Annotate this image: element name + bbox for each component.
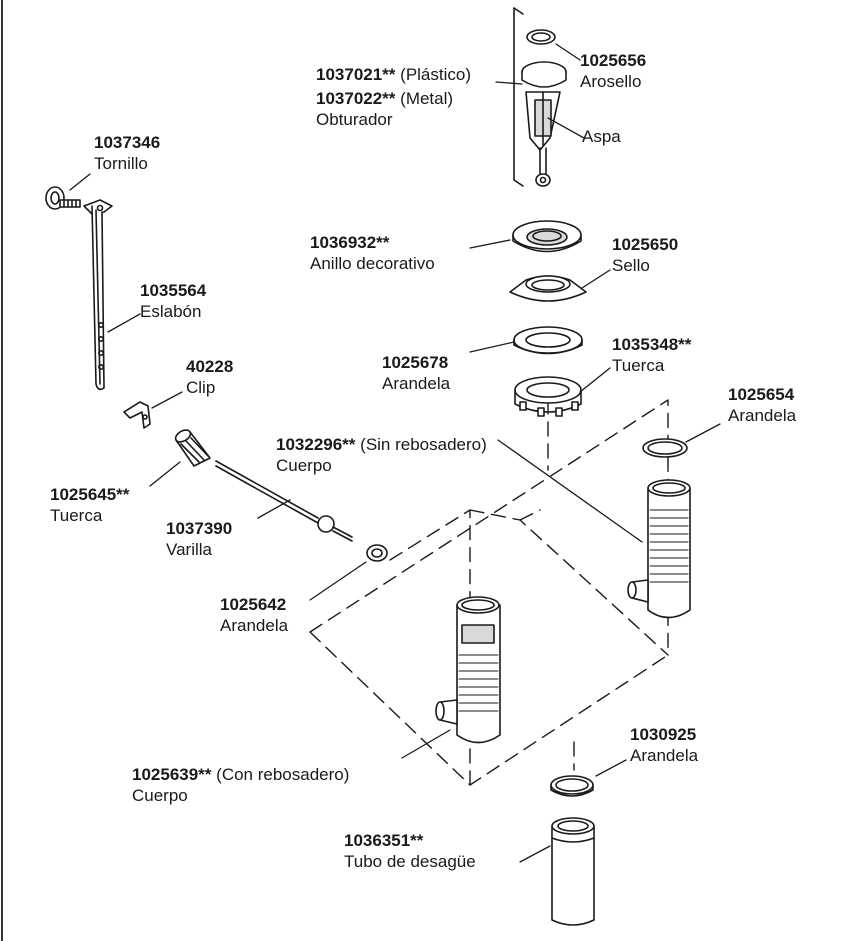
label-cuerpo-sin-rebosadero: 1032296** (Sin rebosadero) Cuerpo: [276, 435, 487, 475]
label-clip: 40228 Clip: [186, 357, 234, 397]
label-obturador-plastico: 1037021** (Plástico): [316, 65, 472, 84]
obturador-stopper: [521, 61, 567, 187]
label-obturador-metal: 1037022** (Metal) Obturador: [316, 89, 454, 129]
label-eslabon: 1035564 Eslabón: [140, 281, 207, 321]
tuerca-locknut-1035348: [514, 376, 582, 417]
tornillo-thumbscrew: [45, 186, 81, 210]
label-aspa: Aspa: [582, 127, 621, 146]
label-tubo-de-desague: 1036351** Tubo de desagüe: [344, 831, 476, 871]
arandela-tailpiece-washer-1030925: [550, 775, 594, 797]
arandela-body-washer-1025654: [642, 438, 688, 458]
label-tornillo: 1037346 Tornillo: [94, 133, 161, 173]
label-sello: 1025650 Sello: [612, 235, 679, 275]
label-tuerca-1025645: 1025645** Tuerca: [50, 485, 130, 525]
cuerpo-sin-rebosadero: [627, 479, 691, 619]
label-varilla: 1037390 Varilla: [166, 519, 233, 559]
label-arandela-1025642: 1025642 Arandela: [220, 595, 289, 635]
label-arandela-1030925: 1030925 Arandela: [630, 725, 699, 765]
varilla-pivot-rod: [215, 460, 353, 542]
cuerpo-con-rebosadero: [435, 596, 501, 744]
anillo-decorativo-flange: [512, 220, 582, 253]
tuerca-pivot-nut-1025645: [174, 429, 211, 467]
arandela-small-washer-1025642: [366, 544, 388, 562]
eslabon-strap: [83, 199, 113, 391]
leader-lines: [69, 43, 721, 863]
arandela-washer-1025678: [513, 326, 583, 355]
arosello-ring-1025656: [526, 29, 556, 45]
label-anillo-decorativo: 1036932** Anillo decorativo: [310, 233, 435, 273]
sello-gasket: [509, 275, 587, 302]
tubo-de-desague-tailpiece: [551, 817, 595, 926]
label-tuerca-1035348: 1035348** Tuerca: [612, 335, 692, 375]
label-arandela-1025678: 1025678 Arandela: [382, 353, 451, 393]
label-cuerpo-con-rebosadero: 1025639** (Con rebosadero) Cuerpo: [132, 765, 350, 805]
label-arandela-1025654: 1025654 Arandela: [728, 385, 797, 425]
clip-40228: [123, 401, 151, 429]
label-arosello: 1025656 Arosello: [580, 51, 647, 91]
